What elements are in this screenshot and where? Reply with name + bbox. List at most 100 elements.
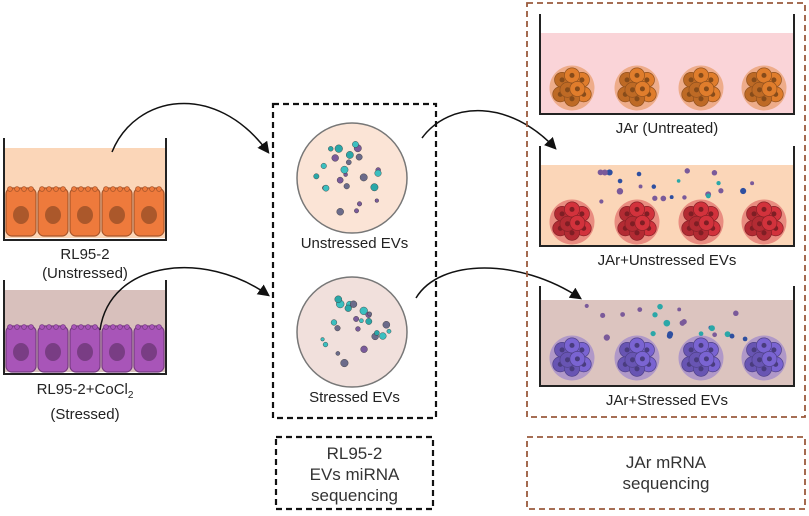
ev-particle [365, 318, 373, 325]
ev-sequencing-label: RL95-2 EVs miRNA sequencing [309, 444, 400, 505]
ev-particle [676, 179, 681, 183]
ev-particle [740, 187, 747, 195]
ev-particle [374, 330, 380, 336]
arrow-evs-to-jar-unstressed [421, 110, 557, 150]
jar-unstressed-label: JAr+Unstressed EVs [597, 252, 737, 269]
stressed-cell-dish [3, 280, 167, 375]
epithelial-cell [37, 186, 69, 237]
ev-particle [620, 312, 626, 317]
ev-particle [360, 345, 368, 353]
unstressed-cell-label: RL95-2 (Unstressed) [42, 246, 128, 282]
ev-particle [601, 169, 608, 176]
ev-particle [711, 170, 718, 176]
jar-untreated-label: JAr (Untreated) [615, 120, 719, 137]
ev-particle [742, 336, 748, 342]
unstressed-ev-circle [296, 122, 408, 234]
ev-particle [336, 176, 344, 184]
jar-sequencing-box [526, 436, 806, 510]
ev-particle [729, 333, 735, 339]
stressed-ev-circle [296, 276, 408, 388]
arrow-unstressed-to-evs [111, 102, 270, 154]
epithelial-cell [69, 186, 101, 237]
ev-particle [336, 208, 344, 216]
ev-particle [712, 332, 717, 338]
ev-particle [386, 328, 392, 334]
ev-particle [599, 199, 604, 204]
jar-cell-cluster [678, 335, 724, 381]
unstressed-evs-label: Unstressed EVs [300, 235, 409, 252]
ev-particle [733, 310, 739, 317]
ev-particle [669, 195, 674, 200]
ev-particle [677, 307, 682, 312]
epithelial-cell [133, 186, 165, 237]
ev-particle [328, 146, 334, 152]
epithelial-cell [37, 324, 69, 373]
ev-particle [650, 330, 656, 337]
ev-particle [359, 318, 364, 323]
ev-particle [353, 316, 360, 322]
ev-particle [636, 171, 642, 177]
epithelial-cell [101, 324, 133, 373]
ev-particle [330, 319, 338, 326]
ev-particle [343, 183, 350, 190]
ev-particle [698, 331, 704, 337]
ev-particle [682, 195, 687, 200]
jar-unstressed-dish [539, 146, 795, 247]
ev-particle [374, 198, 379, 203]
epithelial-cell [5, 186, 37, 237]
ev-particle [663, 319, 671, 327]
epithelial-cell [133, 324, 165, 373]
ev-particle [638, 184, 643, 189]
ev-particle [355, 153, 363, 161]
arrow-stressed-to-evs [99, 267, 270, 331]
ev-particle [617, 178, 623, 184]
jar-untreated-dish [539, 14, 795, 115]
jar-stressed-label: JAr+Stressed EVs [605, 392, 729, 409]
ev-particle [322, 341, 329, 348]
jar-cell-cluster [549, 65, 595, 111]
epithelial-cell [101, 186, 133, 237]
ev-particle [705, 193, 711, 199]
ev-particle [651, 184, 657, 189]
ev-particle [352, 141, 359, 148]
jar-cell-cluster [549, 199, 595, 245]
ev-particle [334, 325, 341, 332]
ev-particle [679, 320, 686, 326]
ev-particle [349, 300, 358, 308]
jar-stressed-dish [539, 286, 795, 387]
stressed-evs-label: Stressed EVs [309, 389, 400, 406]
ev-particle [355, 326, 361, 332]
ev-particle [345, 159, 352, 166]
ev-particle [716, 180, 721, 186]
ev-particle [354, 208, 359, 214]
jar-cell-cluster [678, 199, 724, 245]
jar-sequencing-label: JAr mRNA sequencing [622, 453, 710, 493]
ev-particle [340, 165, 349, 174]
ev-particle [606, 169, 613, 176]
ev-particle [667, 331, 674, 338]
jar-cell-cluster [741, 199, 787, 245]
ev-particle [637, 307, 643, 312]
ev-particle [367, 311, 372, 317]
jar-dashed-box [526, 2, 806, 418]
arrow-evs-to-jar-stressed [415, 267, 582, 300]
ev-particle [335, 351, 341, 356]
ev-particle [334, 144, 343, 153]
epithelial-cell [5, 324, 37, 373]
ev-particle [600, 312, 606, 319]
jar-cell-cluster [741, 65, 787, 111]
ev-particle [334, 295, 343, 304]
jar-cell-cluster [549, 335, 595, 381]
jar-cell-cluster [678, 65, 724, 111]
ev-particle [709, 325, 715, 332]
unstressed-cell-dish [3, 138, 167, 241]
ev-particle [320, 162, 327, 169]
ev-particle [684, 168, 690, 174]
ev-particle [357, 201, 363, 207]
ev-particle [313, 173, 320, 180]
ev-particle [320, 337, 325, 342]
jar-cell-cluster [614, 335, 660, 381]
ev-sequencing-box [274, 435, 435, 511]
jar-cell-cluster [614, 65, 660, 111]
